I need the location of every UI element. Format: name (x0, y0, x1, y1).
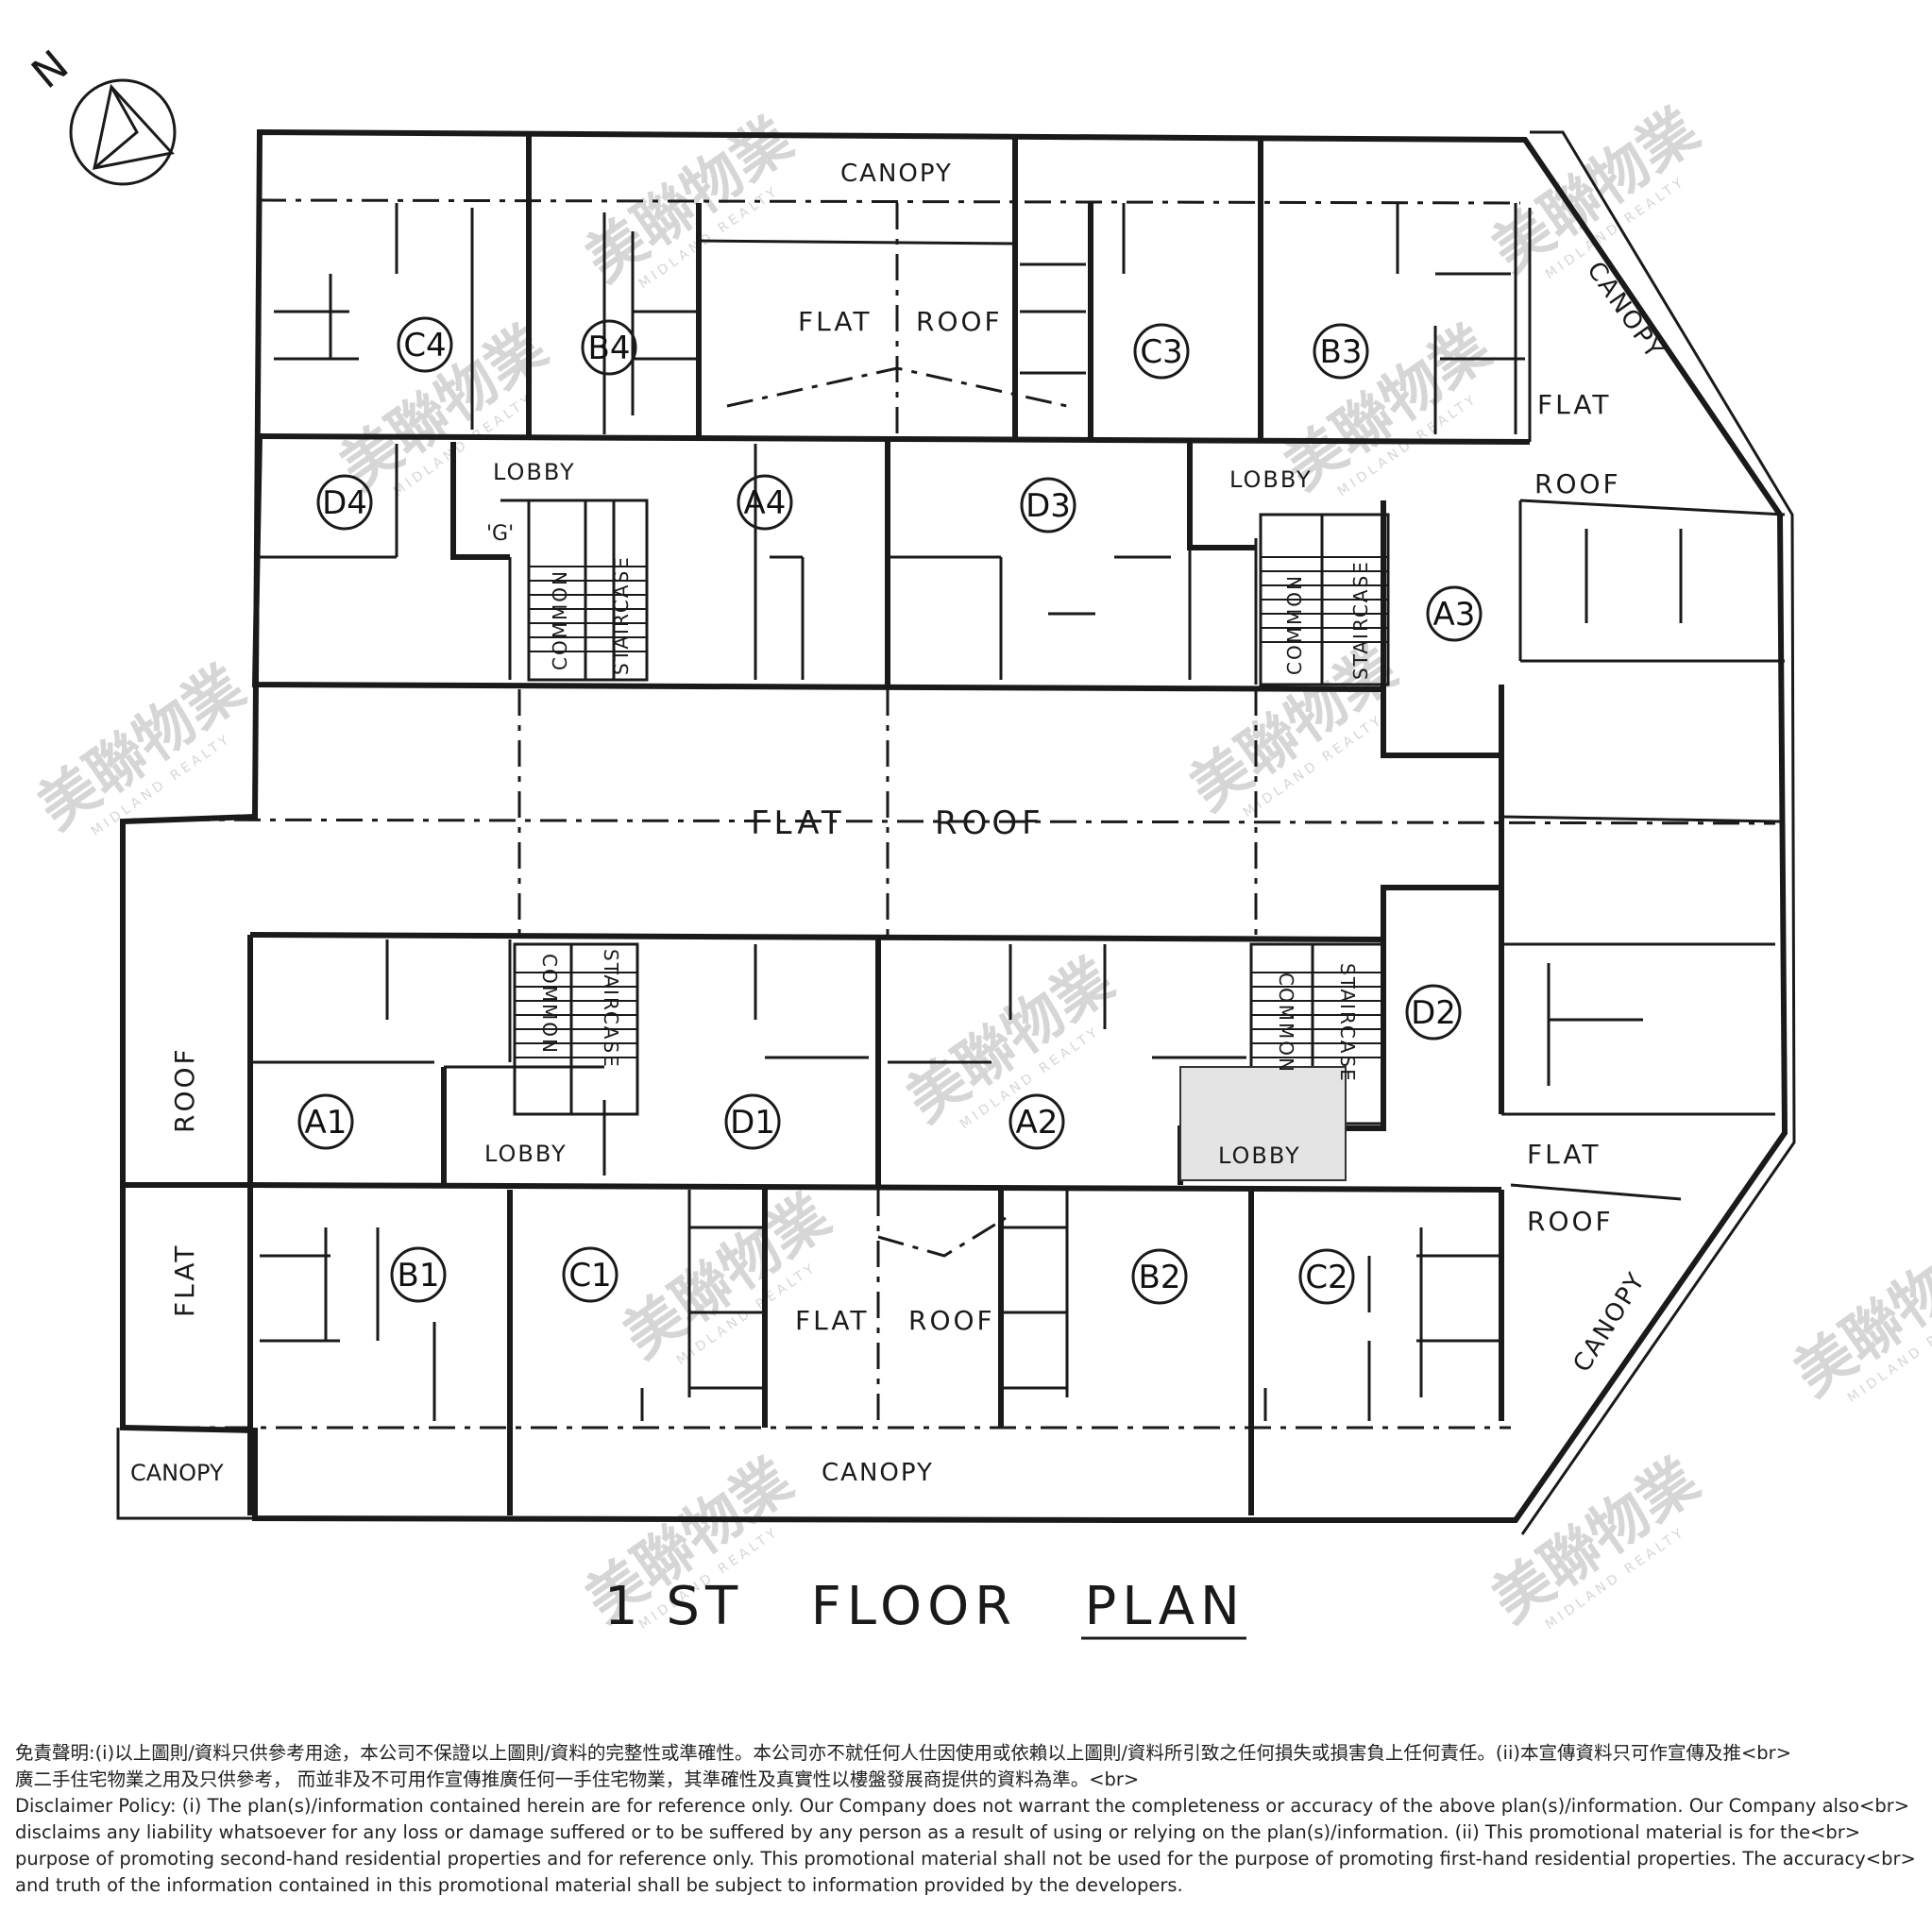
common-label: COMMON (1283, 574, 1306, 675)
disclaimer-en-line: purpose of promoting second-hand residen… (15, 1848, 1916, 1870)
common-label: COMMON (1275, 973, 1297, 1074)
unit-b4: B4 (581, 319, 637, 376)
roof-label: ROOF (1527, 1206, 1614, 1237)
staircase-label: STAIRCASE (600, 949, 622, 1069)
staircase-label: STAIRCASE (610, 555, 633, 675)
lobby-label: LOBBY (484, 1141, 568, 1167)
disclaimer-en-line: and truth of the information contained i… (15, 1874, 1183, 1896)
disclaimer-en-line: Disclaimer Policy: (i) The plan(s)/infor… (15, 1795, 1910, 1817)
staircase-label: STAIRCASE (1336, 963, 1359, 1083)
middle-lower-band (247, 885, 1775, 1515)
unit-d2: D2 (1405, 984, 1462, 1041)
canopy-label: CANOPY (1568, 1267, 1651, 1378)
lobby-label: LOBBY (493, 459, 576, 485)
svg-text:A4: A4 (744, 484, 787, 522)
disclaimer-zh-line: 廣二手住宅物業之用及只供參考， 而並非及不可用作宣傳推廣任何一手住宅物業，其準確… (15, 1768, 1140, 1790)
svg-text:C4: C4 (403, 327, 446, 364)
svg-text:C1: C1 (568, 1257, 611, 1294)
canopy-label: CANOPY (840, 160, 953, 188)
unit-a3: A3 (1426, 585, 1483, 642)
watermark-brand: 美聯物業 (1782, 1218, 1932, 1409)
svg-text:A1: A1 (305, 1104, 347, 1142)
unit-b3: B3 (1313, 323, 1369, 380)
flat-label: FLAT (1527, 1139, 1601, 1170)
floor-plan-diagram: 美聯物業 MIDLAND REALTY 美聯物業 MIDLAND REALTY … (23, 42, 1932, 1640)
canopy-label: CANOPY (822, 1459, 934, 1487)
common-label: COMMON (549, 569, 571, 670)
unit-c2: C2 (1298, 1248, 1355, 1305)
unit-a1: A1 (297, 1093, 354, 1150)
svg-text:A2: A2 (1016, 1104, 1059, 1142)
svg-text:D4: D4 (322, 484, 367, 522)
svg-text:B1: B1 (398, 1257, 440, 1294)
roof-label: ROOF (908, 1305, 995, 1336)
svg-text:D3: D3 (1025, 487, 1071, 525)
unit-a4: A4 (737, 474, 793, 531)
staircase-label: STAIRCASE (1349, 560, 1372, 680)
compass-label: N (23, 42, 77, 98)
g-label: 'G' (486, 522, 514, 546)
unit-b1: B1 (390, 1246, 447, 1303)
unit-b2: B2 (1131, 1248, 1188, 1305)
svg-text:B4: B4 (588, 330, 631, 367)
unit-a2: A2 (1008, 1093, 1065, 1150)
flat-label: FLAT (1537, 389, 1611, 420)
south-wing (123, 1182, 1682, 1515)
svg-text:B2: B2 (1139, 1259, 1181, 1296)
canopy-label: CANOPY (130, 1460, 224, 1486)
flat-label: FLAT (795, 1305, 869, 1336)
north-wing (259, 132, 1532, 445)
roof-label: ROOF (916, 306, 1003, 337)
roof-label: ROOF (935, 804, 1045, 842)
unit-d3: D3 (1020, 477, 1076, 533)
lobby-label: LOBBY (1229, 466, 1313, 493)
svg-text:C2: C2 (1305, 1259, 1347, 1296)
unit-labels: C4 B4 C3 B3 D4 A4 D3 A3 A1 D1 A2 D2 B1 C… (297, 316, 1483, 1305)
unit-c4: C4 (397, 316, 453, 373)
staircase-north-left (527, 499, 649, 682)
unit-d4: D4 (316, 474, 373, 531)
staircase-north-right (1259, 513, 1390, 686)
lobby-hatched-area (1179, 1066, 1347, 1181)
flat-label: FLAT (751, 804, 846, 842)
unit-c3: C3 (1133, 323, 1190, 380)
unit-d1: D1 (724, 1093, 781, 1150)
middle-upper-band (251, 435, 1786, 758)
roof-label: ROOF (1534, 468, 1621, 499)
disclaimer-zh-line: 免責聲明:(i)以上圖則/資料只供參考用途，本公司不保證以上圖則/資料的完整性或… (15, 1742, 1792, 1764)
unit-c1: C1 (562, 1246, 619, 1303)
disclaimer: 免責聲明:(i)以上圖則/資料只供參考用途，本公司不保證以上圖則/資料的完整性或… (15, 1740, 1919, 1899)
lobby-label: LOBBY (1218, 1142, 1301, 1169)
central-flat-roof (131, 689, 1781, 1114)
roof-label: ROOF (169, 1046, 200, 1133)
canopy-label: CANOPY (1581, 257, 1669, 365)
disclaimer-en-line: disclaims any liability whatsoever for a… (15, 1821, 1861, 1843)
svg-text:C3: C3 (1140, 333, 1182, 371)
svg-text:B3: B3 (1320, 333, 1363, 371)
flat-label: FLAT (169, 1244, 200, 1317)
svg-text:D1: D1 (730, 1104, 775, 1142)
svg-text:A3: A3 (1433, 596, 1476, 634)
common-label: COMMON (538, 954, 561, 1055)
flat-label: FLAT (798, 306, 872, 337)
svg-text:D2: D2 (1411, 994, 1456, 1032)
plan-title: 1 ST FLOOR PLAN (604, 1576, 1246, 1640)
north-arrow-icon: N (23, 42, 177, 186)
staircase-south-left (513, 942, 639, 1116)
plan-title-text: 1 ST FLOOR PLAN (604, 1576, 1246, 1637)
